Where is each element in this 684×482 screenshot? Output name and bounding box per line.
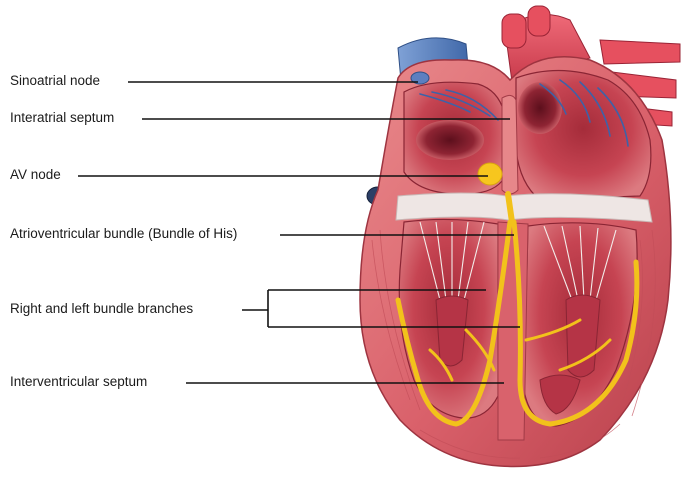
- label-bundle-branches: Right and left bundle branches: [10, 301, 193, 317]
- right-atrium-opening: [416, 120, 484, 160]
- label-interatrial-septum: Interatrial septum: [10, 110, 114, 126]
- label-sinoatrial-node: Sinoatrial node: [10, 73, 100, 89]
- label-interventricular-septum: Interventricular septum: [10, 374, 147, 390]
- artery-branch-2: [528, 6, 550, 36]
- atrioventricular-valve-band: [396, 193, 652, 222]
- artery-branch-1: [502, 14, 526, 48]
- av-node: [478, 163, 502, 185]
- label-atrioventricular-bundle: Atrioventricular bundle (Bundle of His): [10, 226, 237, 242]
- interatrial-septum: [502, 95, 518, 194]
- pulmonary-vessel-1: [600, 40, 680, 64]
- atria: [404, 70, 651, 200]
- label-av-node: AV node: [10, 167, 61, 183]
- bundle-of-his: [508, 194, 512, 222]
- left-atrium-opening: [518, 82, 562, 134]
